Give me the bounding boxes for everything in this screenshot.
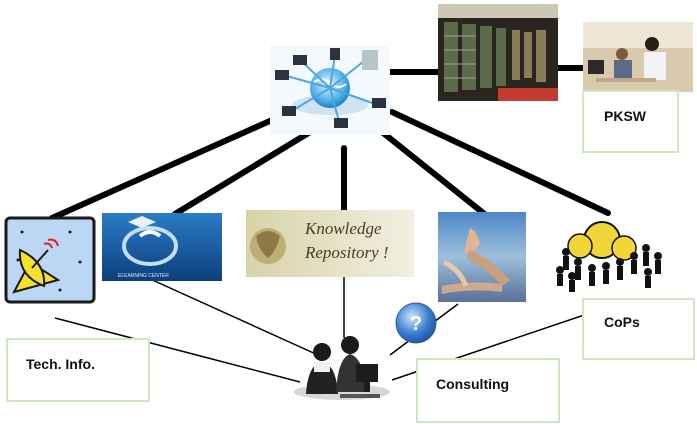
tech-info-label-box: Tech. Info.	[6, 338, 150, 402]
users-at-computer-icon	[294, 336, 390, 400]
knowledge-repository-image: Knowledge Repository !	[246, 210, 414, 277]
reaching-hands-image	[438, 212, 526, 302]
link-hub-satellite	[49, 109, 293, 221]
library-shelves-photo	[438, 4, 558, 101]
question-mark-icon: ?	[395, 302, 437, 344]
consulting-label-box: Consulting	[416, 358, 560, 423]
people-at-computers-photo	[583, 22, 693, 92]
pksw-label-box: PKSW	[582, 90, 679, 153]
elearning-brand-text: ELEARNING CENTER	[118, 273, 169, 279]
link-techinfo-users	[54, 317, 301, 383]
consulting-label: Consulting	[436, 376, 510, 392]
community-of-practice-icon	[556, 221, 662, 292]
link-hub-community	[389, 109, 611, 216]
tech-info-label: Tech. Info.	[26, 356, 95, 372]
link-elearning-users	[147, 277, 319, 356]
link-hub-consulting-image	[369, 121, 490, 219]
elearning-center-logo: ELEARNING CENTER	[102, 213, 222, 281]
link-hub-elearning	[172, 123, 323, 217]
cops-label-box: CoPs	[582, 298, 695, 360]
satellite-dish-icon	[4, 216, 96, 304]
network-globe-icon	[270, 45, 390, 135]
pksw-label: PKSW	[604, 108, 646, 124]
thick-connectors	[49, 65, 611, 221]
repository-title-line2: Repository !	[304, 243, 389, 262]
repository-title-line1: Knowledge	[304, 219, 382, 238]
svg-text:?: ?	[410, 313, 422, 335]
cops-label: CoPs	[604, 314, 640, 330]
